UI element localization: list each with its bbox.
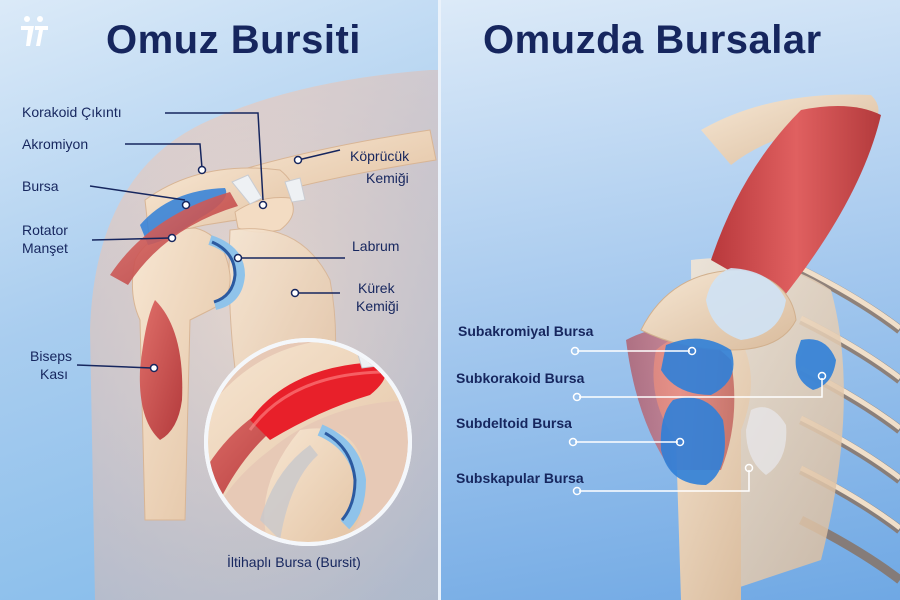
subskapular-bursa-shape: [746, 407, 787, 475]
label-subskapular: Subskapular Bursa: [456, 470, 584, 486]
rotator-cuff-shape: [110, 192, 238, 285]
biceps-shape: [139, 300, 183, 440]
line-akromiyon: [125, 143, 203, 169]
label-kopruculuk-2: Kemiği: [366, 170, 409, 186]
subakromiyal-bursa-shape: [661, 338, 734, 395]
label-subkorakoid: Subkorakoid Bursa: [456, 370, 585, 386]
line-kopruculuk: [297, 149, 341, 161]
label-kurek-2: Kemiği: [356, 298, 399, 314]
ligament-shape: [231, 174, 263, 205]
labrum-shape: [208, 235, 246, 310]
label-kurek-1: Kürek: [358, 280, 395, 296]
bursa-light-shape: [706, 268, 786, 340]
label-kopruculuk-1: Köprücük: [350, 148, 410, 164]
line-biseps: [76, 364, 153, 369]
label-biseps-1: Biseps: [30, 348, 73, 364]
label-korakoid: Korakoid Çıkıntı: [22, 104, 122, 120]
trapezius-shape: [711, 106, 881, 300]
left-title: Omuz Bursiti: [106, 18, 361, 62]
line-korakoid: [165, 112, 264, 201]
left-panel: Omuz Bursiti Korakoid Çıkıntı Akromiyon …: [0, 0, 438, 600]
label-subdeltoid: Subdeltoid Bursa: [456, 415, 572, 431]
label-inset-caption: İltihaplı Bursa (Bursit): [227, 554, 361, 570]
line-bursa: [89, 185, 186, 201]
label-bursa: Bursa: [22, 178, 59, 194]
subdeltoid-bursa-shape: [660, 397, 725, 485]
shoulder-bursae-illustration: [568, 94, 900, 600]
right-leader-dots: [568, 346, 827, 496]
label-akromiyon: Akromiyon: [22, 136, 89, 152]
right-panel: Omuzda Bursalar Subakromiyal Bursa Subko…: [441, 0, 900, 600]
right-leader-lines: [575, 350, 823, 492]
leader-dots: [149, 155, 303, 373]
label-rotator-2: Manşet: [22, 240, 68, 256]
shoulder-bursitis-illustration: [76, 70, 438, 600]
brand-logo-icon: [21, 16, 48, 46]
panel-divider: [438, 0, 441, 600]
inset-border: [204, 338, 412, 546]
right-title: Omuzda Bursalar: [483, 18, 822, 62]
label-labrum: Labrum: [352, 238, 400, 254]
leader-lines: [76, 112, 345, 369]
ligament-shape-2: [284, 177, 306, 203]
label-subakromiyal: Subakromiyal Bursa: [458, 323, 594, 339]
line-rotator: [91, 237, 171, 241]
label-rotator-1: Rotator: [22, 222, 68, 238]
inflamed-bursa-inset: [208, 342, 408, 542]
label-biseps-2: Kası: [40, 366, 69, 382]
labrum-edge: [211, 240, 237, 304]
